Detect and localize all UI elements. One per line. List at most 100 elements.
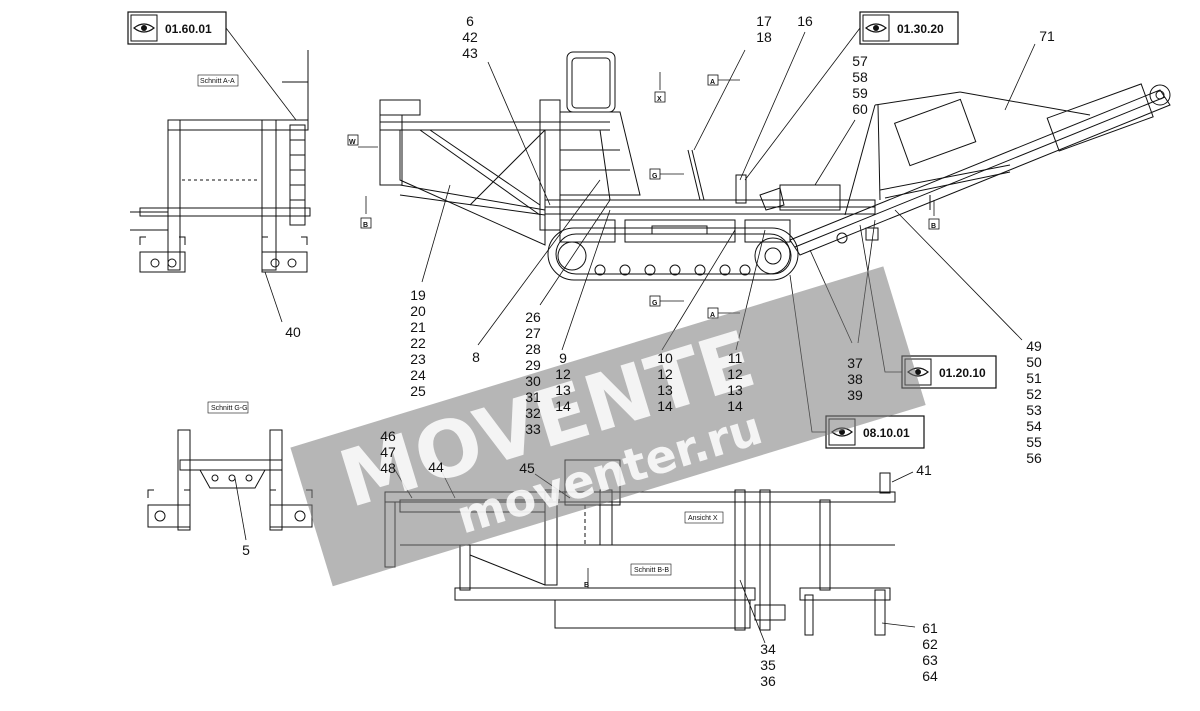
callout-number: 17 (756, 13, 772, 29)
callout-number: 45 (519, 460, 535, 476)
callout-number: 35 (760, 657, 776, 673)
callout-number: 12 (657, 366, 673, 382)
callout-number: 38 (847, 371, 863, 387)
ref-box-01-30-20[interactable]: 01.30.20 (859, 11, 959, 45)
callout-number: 39 (847, 387, 863, 403)
view-marker-b-right: B (931, 223, 936, 230)
section-label-b-b: Schnitt B-B (634, 567, 669, 574)
ref-code: 01.20.10 (939, 366, 986, 380)
callout-number: 51 (1026, 370, 1042, 386)
callout-number: 56 (1026, 450, 1042, 466)
callout-number: 11 (728, 350, 743, 366)
callout-number: 55 (1026, 434, 1042, 450)
callout-number: 58 (852, 69, 868, 85)
ref-box-01-60-01[interactable]: 01.60.01 (127, 11, 227, 45)
callout-5: 5 (242, 542, 250, 558)
callout-number: 57 (852, 53, 868, 69)
callout-number: 6 (466, 13, 474, 29)
callout-number: 43 (462, 45, 478, 61)
callout-number: 22 (410, 335, 426, 351)
callout-number: 34 (760, 641, 776, 657)
callout-number: 42 (462, 29, 478, 45)
callout-number: 12 (727, 366, 743, 382)
callout-number: 19 (410, 287, 426, 303)
callout-number: 26 (525, 309, 541, 325)
callout-number: 64 (922, 668, 938, 684)
callout-number: 10 (657, 350, 673, 366)
callout-number: 21 (410, 319, 426, 335)
callout-40: 40 (285, 324, 301, 340)
callout-number: 46 (380, 428, 396, 444)
callout-number: 62 (922, 636, 938, 652)
callout-number: 14 (727, 398, 743, 414)
callout-number: 33 (525, 421, 541, 437)
callout-number: 37 (847, 355, 863, 371)
callout-number: 27 (525, 325, 541, 341)
ref-code: 01.60.01 (165, 22, 212, 36)
callout-number: 50 (1026, 354, 1042, 370)
view-marker-x: X (657, 96, 662, 103)
callout-number: 28 (525, 341, 541, 357)
callout-number: 31 (525, 389, 541, 405)
callout-number: 47 (380, 444, 396, 460)
callout-number: 16 (797, 13, 813, 29)
callout-number: 24 (410, 367, 426, 383)
section-label-a-a: Schnitt A-A (200, 78, 235, 85)
view-marker-g-top: G (652, 173, 658, 180)
view-marker-w: W (349, 139, 356, 146)
callout-number: 32 (525, 405, 541, 421)
callout-number: 29 (525, 357, 541, 373)
callout-number: 14 (657, 398, 673, 414)
callout-number: 20 (410, 303, 426, 319)
callout-45: 45 (519, 460, 535, 476)
callout-number: 49 (1026, 338, 1042, 354)
callout-number: 61 (922, 620, 938, 636)
view-marker-a-bottom: A (710, 312, 715, 319)
callout-8: 8 (472, 349, 480, 365)
callout-number: 23 (410, 351, 426, 367)
ref-code: 08.10.01 (863, 426, 910, 440)
section-label-g-g: Schnitt G-G (211, 405, 248, 412)
callout-number: 53 (1026, 402, 1042, 418)
callout-number: 12 (555, 366, 571, 382)
callout-number: 48 (380, 460, 396, 476)
callout-number: 30 (525, 373, 541, 389)
callout-number: 9 (559, 350, 567, 366)
callout-71: 71 (1039, 28, 1055, 44)
callout-number: 14 (555, 398, 571, 414)
ref-code: 01.30.20 (897, 22, 944, 36)
callout-number: 63 (922, 652, 938, 668)
callout-number: 13 (555, 382, 571, 398)
callout-number: 5 (242, 542, 250, 558)
callout-number: 25 (410, 383, 426, 399)
callout-number: 13 (727, 382, 743, 398)
callout-number: 8 (472, 349, 480, 365)
callout-number: 18 (756, 29, 772, 45)
section-g-g-drawing (147, 429, 313, 531)
view-marker-g-bottom: G (652, 300, 658, 307)
callout-number: 54 (1026, 418, 1042, 434)
main-machine-drawing (379, 51, 1171, 281)
callout-number: 36 (760, 673, 776, 689)
callout-number: 40 (285, 324, 301, 340)
callout-44: 44 (428, 459, 444, 475)
callout-number: 52 (1026, 386, 1042, 402)
view-marker-a-top: A (710, 79, 715, 86)
callout-number: 41 (916, 462, 932, 478)
callout-number: 13 (657, 382, 673, 398)
